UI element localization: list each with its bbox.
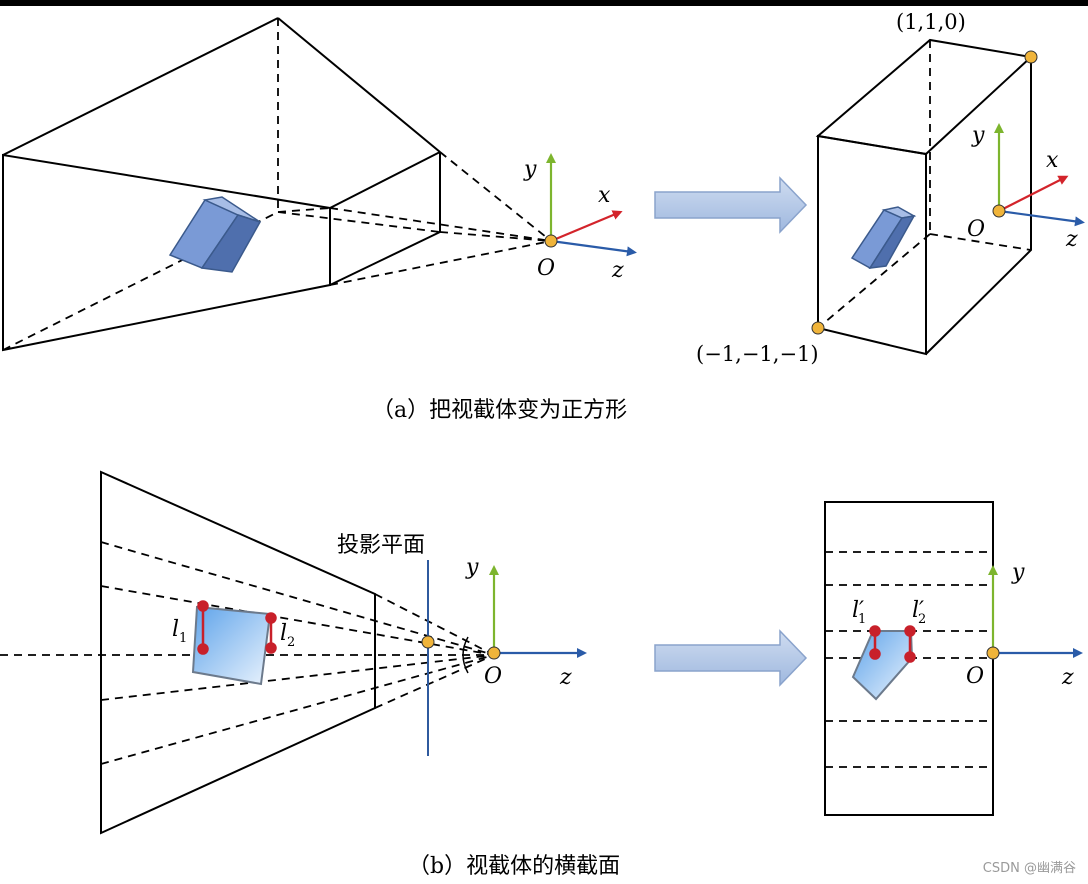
caption-b: （b）视截体的横截面 (408, 854, 621, 879)
object-quad-normalized (851, 630, 914, 701)
origin-label: O (484, 664, 502, 689)
y-axis-label: y (465, 555, 479, 580)
corner-point-max (1024, 50, 1038, 64)
axes-a-left (546, 153, 637, 257)
origin-label: O (966, 664, 984, 689)
segment-l1-prime (869, 625, 881, 660)
watermark: CSDN @幽满谷 (982, 861, 1076, 876)
projection-plane-label: 投影平面 (337, 533, 425, 558)
origin-point (544, 234, 558, 248)
segment-l2-prime (904, 625, 916, 663)
y-axis-label: y (1011, 560, 1025, 585)
segment-label-l2-prime: l′2 (912, 598, 926, 627)
segment-l2 (265, 612, 277, 654)
x-axis-label: x (1046, 148, 1059, 173)
z-axis-label: z (1065, 227, 1078, 252)
axes-b-left (489, 565, 587, 658)
y-axis-label: y (971, 123, 985, 148)
z-axis-label: z (611, 258, 624, 283)
origin-point (992, 204, 1006, 218)
x-axis-label: x (598, 183, 611, 208)
segment-label-l1: l1 (172, 617, 187, 646)
plane-intersection-point (421, 635, 435, 649)
object-quad (191, 605, 272, 686)
caption-a: （a）把视截体变为正方形 (372, 398, 628, 423)
box-object-a (168, 196, 262, 273)
corner-label-max: (1,1,0) (896, 10, 966, 34)
box-object-a-normalized (850, 206, 917, 269)
segment-label-l2: l2 (280, 621, 295, 650)
z-axis-label: z (559, 665, 572, 690)
z-axis-label: z (1061, 665, 1074, 690)
corner-label-min: (−1,−1,−1) (696, 342, 819, 366)
axes-b-right (988, 565, 1083, 658)
origin-point (487, 646, 501, 660)
angle-arc (462, 636, 469, 674)
segment-label-l1-prime: l′1 (852, 598, 866, 627)
top-border (0, 0, 1088, 6)
transform-arrow-b (654, 629, 808, 687)
y-axis-label: y (523, 157, 537, 182)
segment-l1 (197, 600, 209, 655)
origin-label: O (537, 256, 555, 281)
corner-point-min (811, 321, 825, 335)
frustum-a (2, 17, 552, 352)
axes-a-right (994, 123, 1085, 227)
origin-point (986, 646, 1000, 660)
transform-arrow-a (654, 176, 808, 234)
origin-label: O (967, 217, 985, 242)
